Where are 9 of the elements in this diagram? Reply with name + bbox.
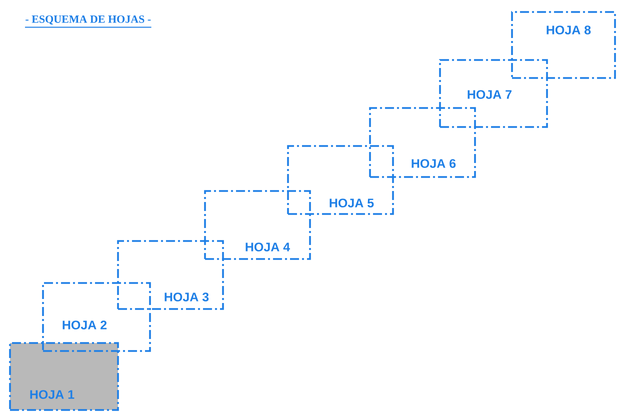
sheet-box: HOJA 7	[439, 59, 548, 128]
sheet-box: HOJA 8	[511, 11, 616, 79]
sheet-box: HOJA 6	[369, 107, 476, 178]
title: - ESQUEMA DE HOJAS -	[24, 15, 152, 28]
sheet-box: HOJA 2	[42, 282, 151, 352]
sheet-box: HOJA 4	[204, 190, 311, 260]
sheet-box: HOJA 1	[9, 342, 119, 411]
sheet-box: HOJA 5	[287, 145, 394, 215]
sheet-box: HOJA 3	[117, 240, 224, 310]
